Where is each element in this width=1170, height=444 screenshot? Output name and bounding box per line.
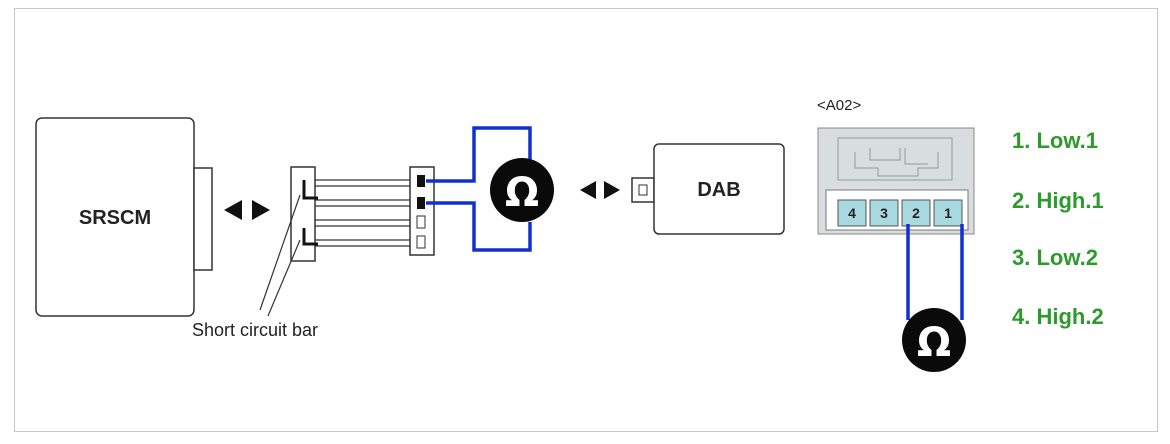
pin-number: 2 bbox=[912, 205, 920, 221]
pin-number: 4 bbox=[848, 205, 856, 221]
meter-wires-1 bbox=[426, 126, 532, 252]
pin-number: 3 bbox=[880, 205, 888, 221]
meter-wires-2 bbox=[906, 224, 964, 320]
ohm-symbol: Ω bbox=[505, 170, 539, 216]
ohm-symbol: Ω bbox=[917, 320, 951, 366]
srscm-label: SRSCM bbox=[79, 207, 151, 229]
legend-item: 1. Low.1 bbox=[1012, 128, 1098, 153]
harness-connector-left bbox=[259, 166, 410, 317]
ohmmeter-icon: Ω bbox=[490, 158, 554, 222]
connector-a02: 4 3 2 1 bbox=[817, 127, 975, 235]
connect-arrows-right bbox=[580, 181, 620, 199]
legend-item: 4. High.2 bbox=[1012, 304, 1104, 329]
short-circuit-bar-label: Short circuit bar bbox=[192, 320, 318, 340]
dab-module: DAB bbox=[631, 143, 785, 235]
connector-label: <A02> bbox=[817, 97, 861, 114]
ohmmeter-icon: Ω bbox=[902, 308, 966, 372]
legend-item: 3. Low.2 bbox=[1012, 245, 1098, 270]
legend-item: 2. High.1 bbox=[1012, 188, 1104, 213]
pin-legend: 1. Low.1 2. High.1 3. Low.2 4. High.2 bbox=[1012, 128, 1104, 329]
pin-number: 1 bbox=[944, 205, 952, 221]
connect-arrows-left bbox=[224, 200, 270, 220]
srscm-module: SRSCM bbox=[35, 117, 213, 317]
dab-label: DAB bbox=[697, 179, 740, 201]
